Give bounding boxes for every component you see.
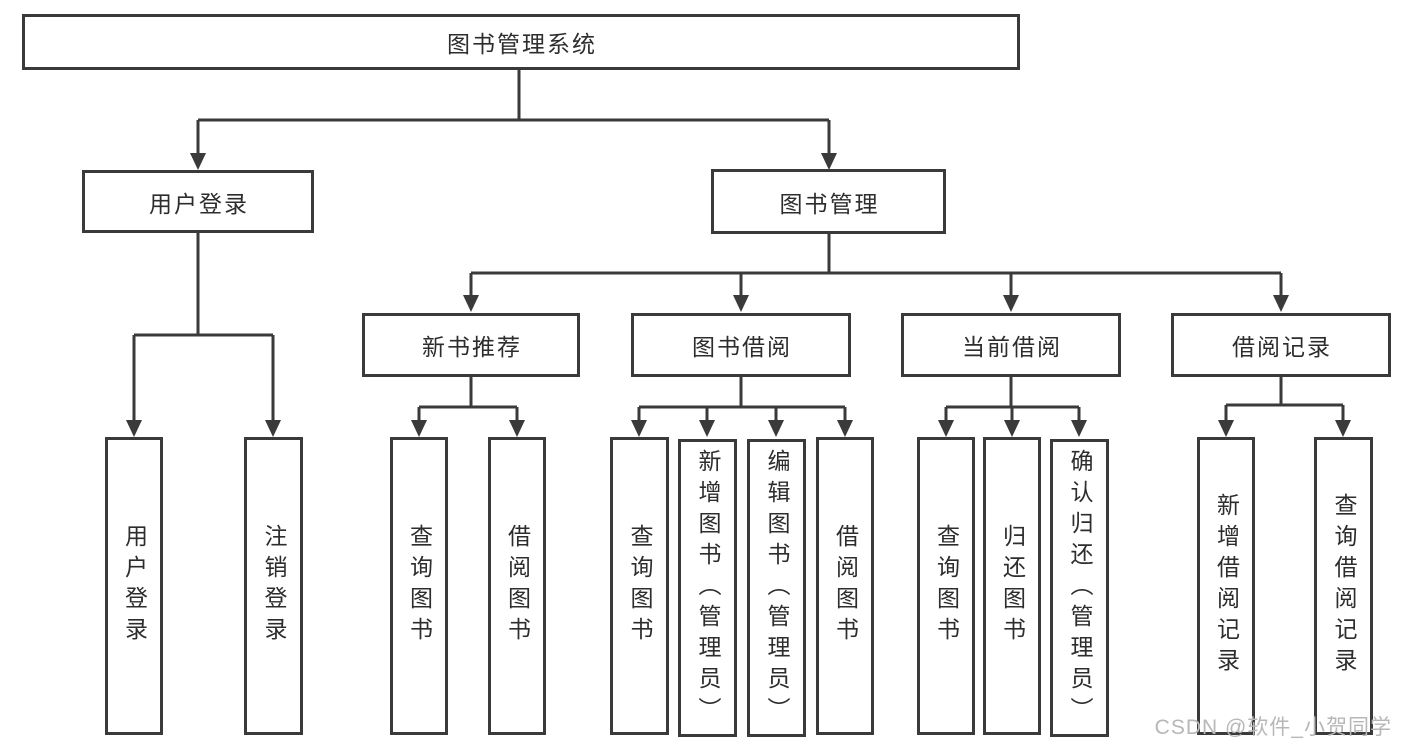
node-label: 新增图书（管理员） xyxy=(695,448,721,728)
node-leaf-add-book-admin: 新增图书（管理员） xyxy=(678,439,737,737)
node-label: 编辑图书（管理员） xyxy=(764,448,790,728)
node-label: 用户登录 xyxy=(121,524,148,648)
node-new-book-recommend: 新书推荐 xyxy=(362,313,580,377)
node-book-management: 图书管理 xyxy=(711,169,946,234)
node-label: 借阅图书 xyxy=(832,524,859,648)
node-label: 借阅记录 xyxy=(1232,334,1332,360)
connector-lines xyxy=(132,70,1345,420)
node-label: 当前借阅 xyxy=(962,334,1062,360)
node-leaf-query-books-current: 查询图书 xyxy=(917,437,975,735)
node-leaf-edit-book-admin: 编辑图书（管理员） xyxy=(747,439,806,737)
node-leaf-borrow-books-recommend: 借阅图书 xyxy=(488,437,546,735)
node-leaf-confirm-return-admin: 确认归还（管理员） xyxy=(1050,439,1109,737)
node-label: 借阅图书 xyxy=(504,524,531,648)
node-label: 图书管理系统 xyxy=(447,31,597,57)
node-user-login: 用户登录 xyxy=(82,170,314,233)
node-label: 图书管理 xyxy=(779,190,880,217)
node-leaf-add-borrow-record: 新增借阅记录 xyxy=(1197,437,1255,735)
node-label: 归还图书 xyxy=(999,524,1026,648)
csdn-watermark: CSDN @软件_小贺同学 xyxy=(1154,716,1392,739)
node-leaf-query-books-borrow: 查询图书 xyxy=(610,437,669,735)
node-label: 新增借阅记录 xyxy=(1213,493,1240,679)
arrowheads xyxy=(126,153,1351,437)
node-label: 新书推荐 xyxy=(422,334,522,360)
node-current-borrowing: 当前借阅 xyxy=(901,313,1121,377)
node-book-borrowing: 图书借阅 xyxy=(631,313,851,377)
node-library-system: 图书管理系统 xyxy=(22,14,1020,70)
node-leaf-user-login: 用户登录 xyxy=(105,437,163,735)
node-label: 注销登录 xyxy=(261,524,287,648)
node-label: 图书借阅 xyxy=(692,334,792,360)
node-label: 查询图书 xyxy=(933,524,960,648)
node-leaf-logout: 注销登录 xyxy=(244,437,303,735)
node-label: 查询借阅记录 xyxy=(1331,493,1357,679)
node-leaf-query-borrow-record: 查询借阅记录 xyxy=(1314,437,1373,735)
node-label: 用户登录 xyxy=(149,190,249,217)
node-leaf-query-books-recommend: 查询图书 xyxy=(390,437,448,735)
node-borrowing-records: 借阅记录 xyxy=(1171,313,1391,377)
node-label: 查询图书 xyxy=(406,524,433,648)
node-label: 确认归还（管理员） xyxy=(1067,448,1093,728)
node-label: 查询图书 xyxy=(627,524,653,648)
node-leaf-borrow-books: 借阅图书 xyxy=(816,437,874,735)
node-leaf-return-book: 归还图书 xyxy=(983,437,1041,735)
